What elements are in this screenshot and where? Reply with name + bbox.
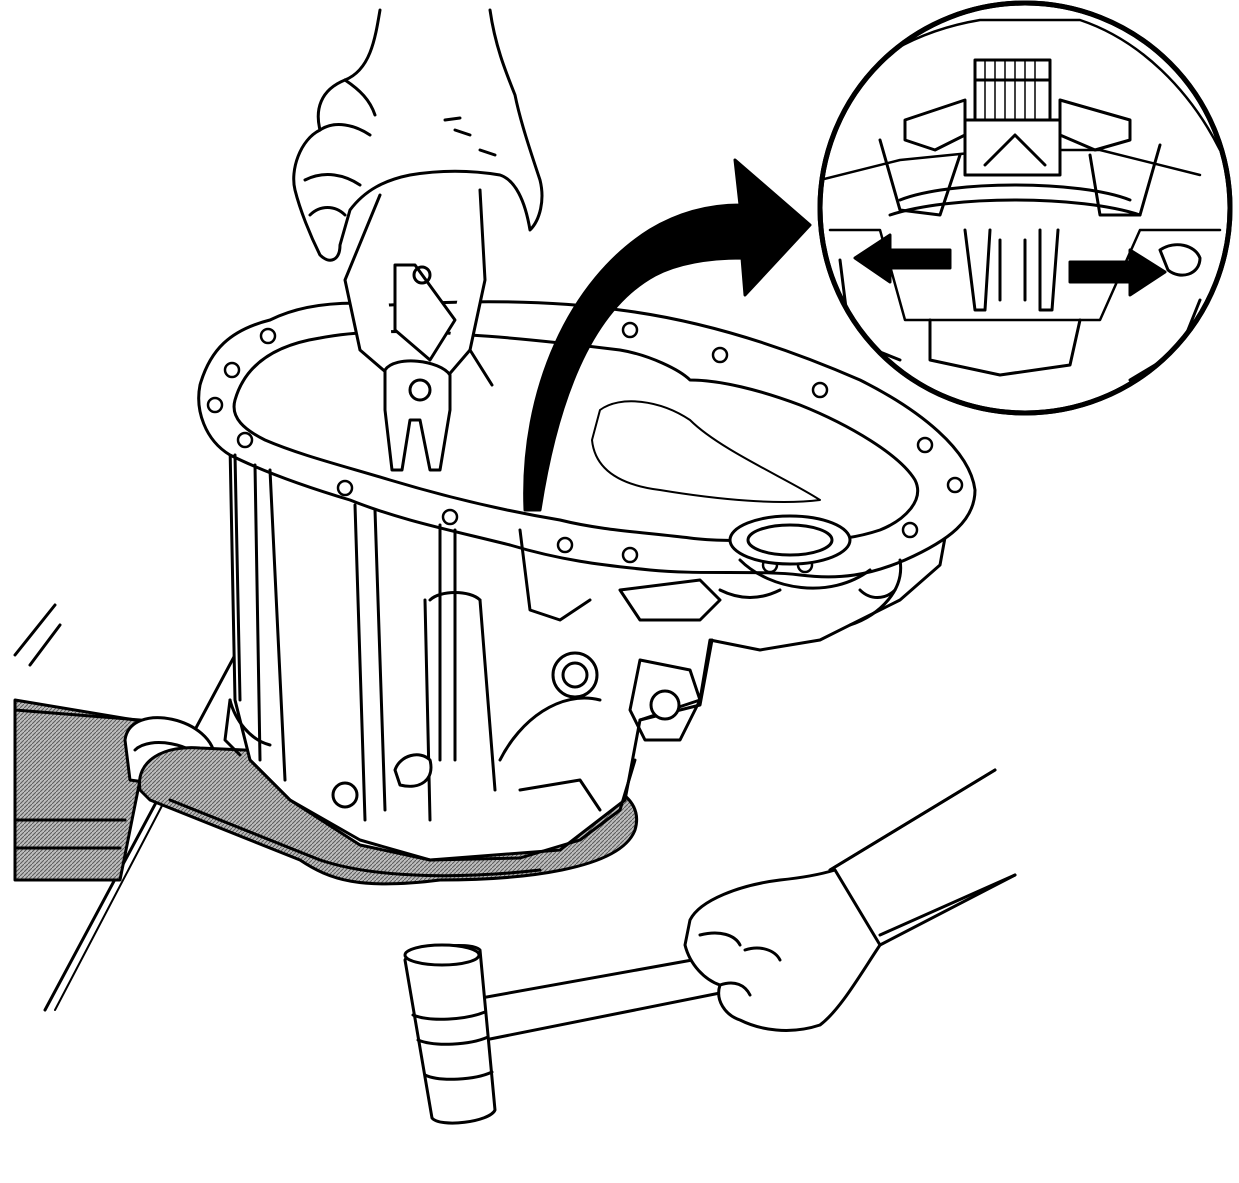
transaxle-case xyxy=(199,302,975,860)
arrow-right-icon xyxy=(1070,250,1165,295)
arrow-left-icon xyxy=(855,235,950,282)
mallet xyxy=(405,945,735,1123)
hand-holding-mallet xyxy=(685,770,1015,1030)
snap-ring-pliers xyxy=(345,190,492,470)
curved-arrow xyxy=(525,160,810,510)
hand-holding-pliers xyxy=(294,10,542,260)
detail-inset xyxy=(820,3,1230,413)
